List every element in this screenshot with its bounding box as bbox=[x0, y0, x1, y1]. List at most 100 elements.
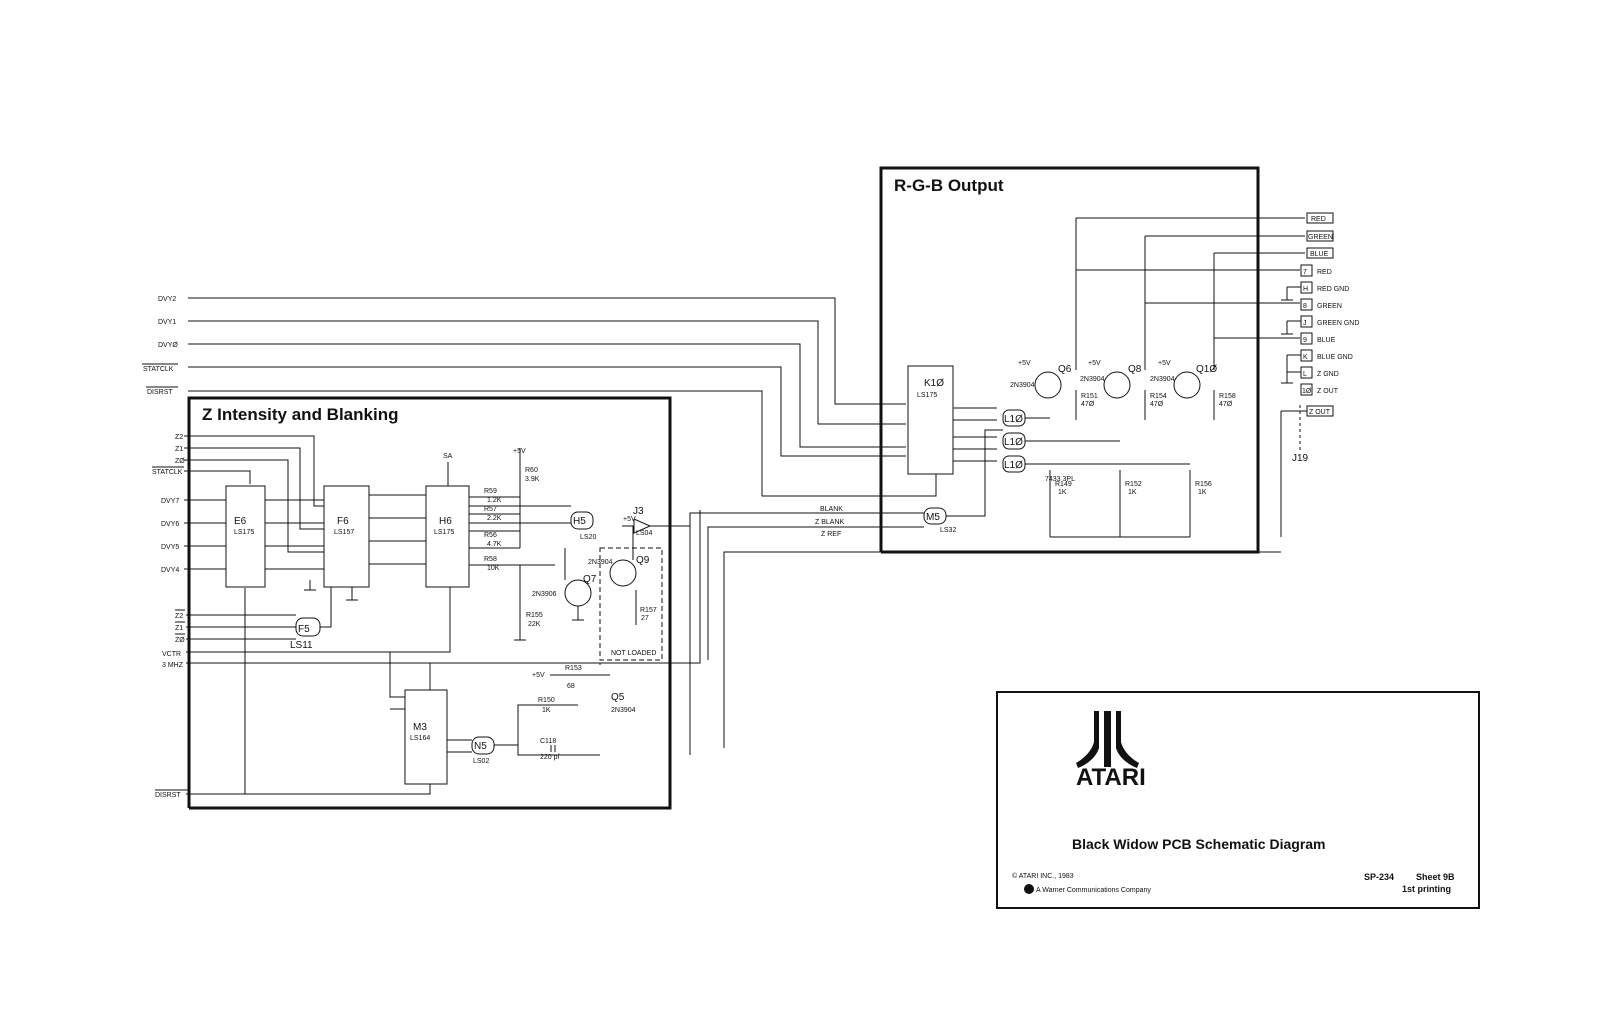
z-drivers: H5 LS20 J3 LS04 Q7 2N3906 Q9 2N3904 +5V … bbox=[532, 505, 690, 665]
res-r157-val: 27 bbox=[641, 615, 649, 622]
res-r56-val: 4.7K bbox=[487, 541, 502, 548]
res-r153: R153 bbox=[565, 665, 582, 672]
j19-pin-h: H bbox=[1303, 286, 1308, 293]
j19-pin-7: 7 bbox=[1303, 269, 1307, 276]
chip-e6: E6 LS175 bbox=[225, 485, 324, 588]
transistor-q6: Q6 bbox=[1058, 364, 1072, 375]
gate-h5-type: LS20 bbox=[580, 534, 596, 541]
j19-label-red: RED bbox=[1317, 269, 1332, 276]
res-r57: R57 bbox=[484, 506, 497, 513]
gate-l10-type: 7433 3PL bbox=[1045, 476, 1075, 483]
supply-q6: +5V bbox=[1018, 360, 1031, 367]
res-r151: R151 bbox=[1081, 393, 1098, 400]
top-input-lines: DVY2 DVY1 DVYØ STATCLK DISRST bbox=[142, 296, 937, 497]
sheet-number: Sheet 9B bbox=[1416, 872, 1455, 882]
not-loaded-label: NOT LOADED bbox=[611, 650, 656, 657]
z-label-dvy5: DVY5 bbox=[161, 544, 179, 551]
cap-c118: C118 bbox=[540, 738, 556, 745]
j19-label-z-gnd: Z GND bbox=[1317, 371, 1339, 378]
gate-j3: J3 bbox=[633, 506, 644, 517]
gate-f5-type: LS11 bbox=[290, 640, 313, 651]
res-r151-val: 47Ø bbox=[1081, 401, 1095, 408]
res-r59: R59 bbox=[484, 488, 497, 495]
rgb-box-title: R-G-B Output bbox=[894, 176, 1004, 195]
z-resistors: R59 1.2K R57 2.2K R56 4.7K R58 10K +5V R… bbox=[484, 448, 543, 641]
transistor-q9-type: 2N3904 bbox=[588, 559, 613, 566]
title-block: ATARI Black Widow PCB Schematic Diagram … bbox=[996, 691, 1480, 909]
res-r157: R157 bbox=[640, 607, 657, 614]
res-r158-val: 47Ø bbox=[1219, 401, 1233, 408]
input-label-dvy2: DVY2 bbox=[158, 296, 176, 303]
flag-green: GREEN bbox=[1308, 234, 1333, 241]
res-r58: R58 bbox=[484, 556, 497, 563]
chip-e6-name: E6 bbox=[234, 516, 247, 527]
z-label-statclk: STATCLK bbox=[152, 469, 183, 476]
printing: 1st printing bbox=[1402, 884, 1451, 894]
res-r156-val: 1K bbox=[1198, 489, 1207, 496]
chip-k10-name: K1Ø bbox=[924, 378, 944, 389]
res-r60: R60 bbox=[525, 467, 538, 474]
z-label-z2-bar: Z2 bbox=[175, 613, 183, 620]
signal-z-blank: Z BLANK bbox=[815, 519, 845, 526]
flag-z-out: Z OUT bbox=[1309, 409, 1331, 416]
input-label-dvy1: DVY1 bbox=[158, 319, 176, 326]
res-r59-val: 1.2K bbox=[487, 497, 502, 504]
transistor-q10: Q1Ø bbox=[1196, 364, 1217, 375]
signal-blank: BLANK bbox=[820, 506, 843, 513]
supply-r60: +5V bbox=[513, 448, 526, 455]
flag-red: RED bbox=[1311, 216, 1326, 223]
connector-j19: 7 H 8 J 9 K L 1Ø RED RED GND GREEN GREEN… bbox=[1280, 264, 1359, 537]
chip-f6-name: F6 bbox=[337, 516, 349, 527]
doc-number: SP-234 bbox=[1364, 872, 1394, 882]
chip-h6-type: LS175 bbox=[434, 529, 454, 536]
signal-z-ref: Z REF bbox=[821, 531, 841, 538]
j19-label-green-gnd: GREEN GND bbox=[1317, 320, 1359, 327]
gate-l10-b: L1Ø bbox=[1004, 437, 1023, 448]
gates-l10: L1Ø L1Ø L1Ø 7433 3PL bbox=[1002, 409, 1075, 483]
transistor-q8: Q8 bbox=[1128, 364, 1142, 375]
copyright: © ATARI INC., 1983 bbox=[1012, 872, 1074, 880]
supply-r153: +5V bbox=[532, 672, 545, 679]
z-inputs: Z2 Z1 ZØ STATCLK DVY7 DVY6 DVY5 DVY4 Z2 … bbox=[152, 434, 701, 799]
flag-blue: BLUE bbox=[1310, 251, 1329, 258]
res-r152-val: 1K bbox=[1128, 489, 1137, 496]
company: A Warner Communications Company bbox=[1036, 887, 1151, 894]
chip-h6-name: H6 bbox=[439, 516, 452, 527]
z-label-dvy4: DVY4 bbox=[161, 567, 179, 574]
j19-pin-l: L bbox=[1303, 371, 1307, 378]
j19-pin-10: 1Ø bbox=[1302, 388, 1312, 395]
transistor-q5-type: 2N3904 bbox=[611, 707, 636, 714]
z-label-vctr: VCTR bbox=[162, 651, 181, 658]
offsheet-flags: RED GREEN BLUE Z OUT bbox=[1306, 212, 1334, 417]
res-r57-val: 2.2K bbox=[487, 515, 502, 522]
res-r156: R156 bbox=[1195, 481, 1212, 488]
atari-logo-icon bbox=[1076, 711, 1139, 768]
chip-e6-type: LS175 bbox=[234, 529, 254, 536]
input-label-disrst: DISRST bbox=[147, 389, 173, 396]
chip-k10: K1Ø LS175 bbox=[907, 365, 997, 475]
gate-n5-type: LS02 bbox=[473, 758, 489, 765]
transistor-q9: Q9 bbox=[636, 555, 650, 566]
j19-pin-j: J bbox=[1303, 320, 1307, 327]
transistor-q6-type: 2N3904 bbox=[1010, 382, 1035, 389]
atari-logo-text: ATARI bbox=[1076, 764, 1146, 791]
gate-m5: M5 bbox=[926, 512, 940, 523]
chip-f6: F6 LS157 bbox=[304, 485, 426, 601]
res-r56: R56 bbox=[484, 532, 497, 539]
chip-f6-type: LS157 bbox=[334, 529, 354, 536]
chip-h6-supply: SA bbox=[443, 453, 453, 460]
res-r154-val: 47Ø bbox=[1150, 401, 1164, 408]
j19-label-red-gnd: RED GND bbox=[1317, 286, 1349, 293]
res-r149-val: 1K bbox=[1058, 489, 1067, 496]
res-r152: R152 bbox=[1125, 481, 1142, 488]
res-r150: R150 bbox=[538, 697, 555, 704]
supply-q10: +5V bbox=[1158, 360, 1171, 367]
res-r158: R158 bbox=[1219, 393, 1236, 400]
supply-q9: +5V bbox=[623, 516, 636, 523]
j19-label-blue: BLUE bbox=[1317, 337, 1336, 344]
transistor-q10-type: 2N3904 bbox=[1150, 376, 1175, 383]
res-r150-val: 1K bbox=[542, 707, 551, 714]
j19-label-green: GREEN bbox=[1317, 303, 1342, 310]
transistor-q8-type: 2N3904 bbox=[1080, 376, 1105, 383]
